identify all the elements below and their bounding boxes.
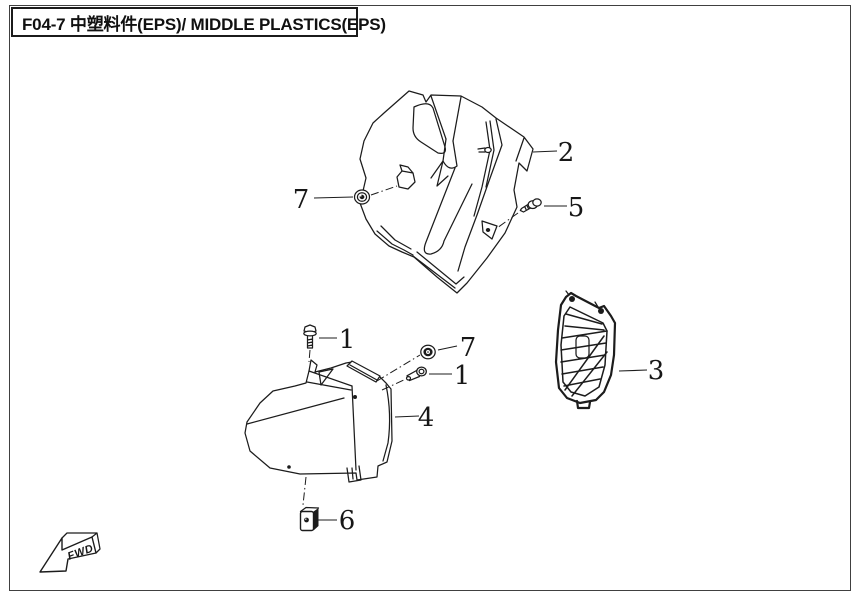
clip6-side-face	[313, 508, 319, 531]
part-2-nut-bracket-wing	[399, 164, 414, 174]
part-4-bottom-hook	[346, 465, 362, 483]
callout-1-mid: 1	[454, 361, 471, 391]
leader-4	[394, 415, 420, 418]
callout-7-mid: 7	[460, 333, 477, 363]
part-3-knob-right	[598, 308, 604, 314]
clip6-top-edge	[299, 506, 320, 513]
part-2-middle-panel-drawing	[359, 90, 534, 294]
part-3-bottom-tab	[575, 399, 592, 410]
part-2-bottom-lip	[376, 225, 465, 289]
part-2-lobe-crease	[515, 137, 525, 162]
callout-labels: 7 2 5 1 7 1 4 3 6	[293, 138, 665, 536]
callout-2: 2	[558, 138, 575, 168]
part-2-screw-hole	[485, 228, 491, 232]
part-3-outline	[554, 291, 617, 405]
fastener-screw-5	[519, 198, 542, 213]
part-3-braces	[564, 335, 608, 397]
fastener-bolt-1-top	[303, 324, 317, 349]
part-4-duct-drawing	[244, 359, 393, 483]
bolt1mid-tip	[405, 375, 412, 381]
bolt1mid-head	[416, 366, 427, 377]
bolt1mid-socket	[418, 368, 425, 375]
fastener-clip-6	[299, 506, 320, 532]
leader-7-top	[313, 196, 354, 199]
callout-6: 6	[339, 506, 356, 536]
part-4-corner-edge	[351, 385, 357, 471]
bolt1top-shaft	[306, 335, 314, 349]
callout-3: 3	[648, 356, 665, 386]
part-2-center-strap	[423, 167, 473, 255]
part-3-knob-stems	[565, 290, 599, 308]
part-2-rail	[473, 120, 495, 217]
fastener-nut-7-top	[353, 189, 371, 205]
callout-7-top: 7	[293, 185, 310, 215]
part-4-top-face-lines	[306, 370, 353, 391]
bolt1top-flange	[303, 330, 317, 337]
callout-4: 4	[418, 403, 435, 433]
leader-3	[618, 369, 648, 372]
title-box: F04-7 中塑料件(EPS)/ MIDDLE PLASTICS(EPS)	[11, 7, 386, 37]
callout-1-top: 1	[339, 325, 356, 355]
fwd-direction-arrow: FWD	[39, 532, 101, 573]
callout-leader-lines	[302, 150, 648, 521]
callout-5: 5	[568, 193, 585, 223]
part-4-rail-inner	[349, 364, 378, 381]
axis-clip6	[302, 476, 307, 506]
part-3-inner-frame	[560, 306, 608, 397]
screw5-threads	[524, 204, 530, 211]
fwd-arrow-face	[39, 536, 97, 573]
leader-2	[532, 150, 558, 153]
clip6-hole	[304, 517, 309, 523]
part-2-right-inner-edge	[457, 118, 503, 272]
clip6-glint	[305, 518, 307, 520]
part-4-hole	[353, 395, 357, 399]
part-2-collar-right	[452, 96, 462, 142]
part-2-outline	[359, 90, 534, 294]
grommet-dot	[427, 351, 429, 353]
part-3-knob-left	[569, 296, 575, 302]
axis-bolt1-top	[308, 349, 311, 363]
part-3-center-plate	[575, 335, 590, 359]
part-4-nose-crease	[246, 397, 345, 425]
part-2-facet-lines	[430, 160, 449, 187]
part-2-stud-lines	[477, 147, 486, 153]
axis-screw5-to-bracket	[496, 212, 519, 229]
fwd-arrow-extrusion	[61, 532, 101, 554]
axis-nut7-to-bracket	[370, 185, 398, 196]
part-3-grille-drawing	[554, 290, 617, 410]
part-4-lower-dot	[287, 465, 291, 469]
fastener-grommet-7-mid	[420, 344, 436, 360]
part-2-collar-left	[430, 95, 447, 140]
part-2-stud	[484, 146, 492, 154]
axis-bolt1-mid	[381, 378, 407, 391]
part-4-side-panel	[382, 384, 391, 462]
leader-7-mid	[437, 345, 458, 351]
nut-glint	[360, 195, 362, 197]
fwd-arrow-label: FWD	[66, 542, 95, 562]
screw5-head	[532, 198, 542, 207]
page-title: F04-7 中塑料件(EPS)/ MIDDLE PLASTICS(EPS)	[22, 14, 386, 34]
fastener-bolt-1-mid	[405, 366, 427, 382]
